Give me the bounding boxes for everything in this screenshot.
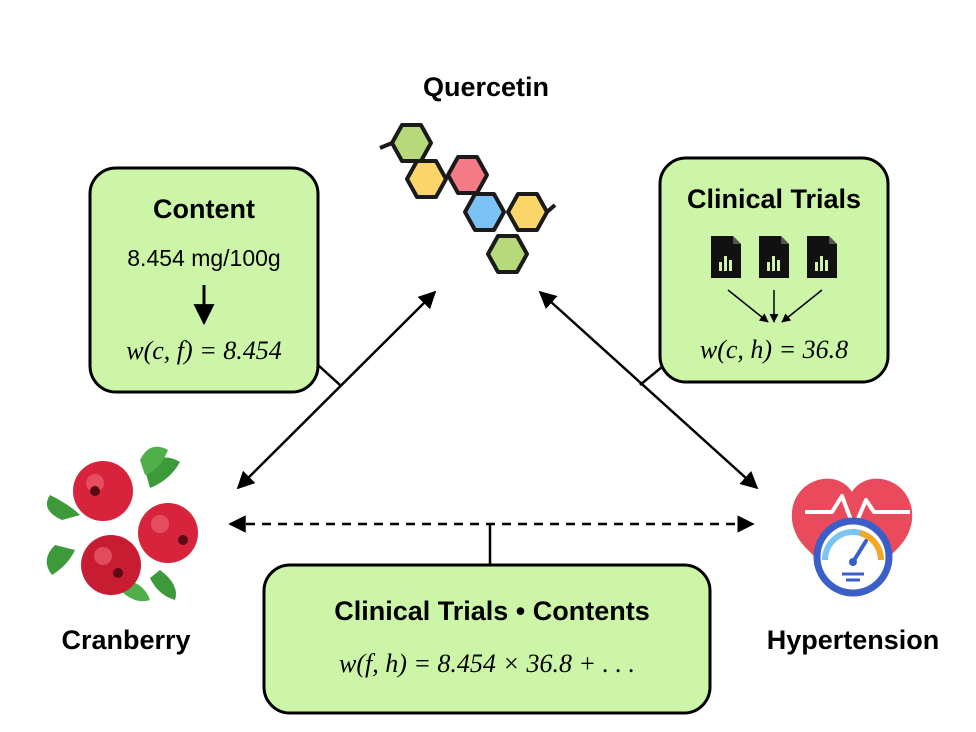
- converge-arrow-left: [727, 289, 769, 323]
- content-box: [88, 166, 320, 394]
- cranberry-icon: [46, 446, 198, 602]
- content-box-connector: [317, 364, 341, 386]
- disease-label: Hypertension: [767, 625, 940, 655]
- combined-box: [262, 563, 712, 715]
- quercetin-molecule-icon: [379, 123, 557, 274]
- food-label: Cranberry: [61, 625, 190, 655]
- combined-box-title: Clinical Trials • Contents: [334, 596, 650, 626]
- compound-label: Quercetin: [423, 72, 549, 102]
- content-formula: w(c, f) = 8.454: [126, 336, 281, 365]
- content-box-title: Content: [153, 194, 255, 224]
- food-compound-arrow: [236, 290, 437, 490]
- trials-box-title: Clinical Trials: [687, 184, 861, 214]
- trials-formula: w(c, h) = 36.8: [700, 335, 848, 364]
- converge-arrow-right: [781, 289, 823, 323]
- document-chart-icon: [711, 236, 837, 278]
- content-value: 8.454 mg/100g: [127, 245, 280, 271]
- compound-disease-arrow: [538, 290, 759, 490]
- combined-formula: w(f, h) = 8.454 × 36.8 + . . .: [339, 649, 635, 678]
- hypertension-heart-icon: [791, 478, 913, 597]
